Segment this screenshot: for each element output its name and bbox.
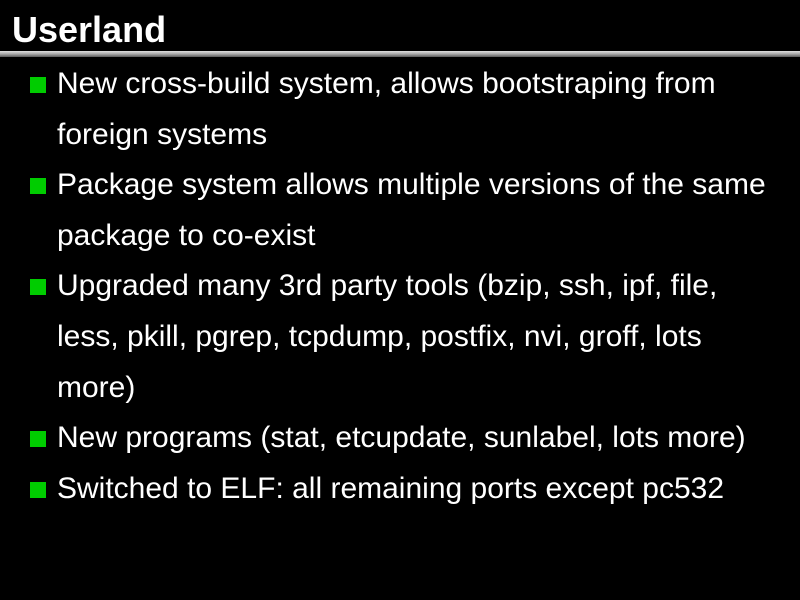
bullet-item: Upgraded many 3rd party tools (bzip, ssh… [0,261,800,413]
square-bullet-icon [30,178,46,195]
slide-title: Userland [12,9,167,50]
square-bullet-icon [30,431,46,448]
bullet-list: New cross-build system, allows bootstrap… [0,59,800,514]
bullet-text: New programs (stat, etcupdate, sunlabel,… [57,421,746,455]
title-divider [0,51,800,57]
square-bullet-icon [30,279,46,296]
bullet-text: Switched to ELF: all remaining ports exc… [57,471,725,505]
bullet-text: New cross-build system, allows bootstrap… [57,67,716,151]
bullet-item: New programs (stat, etcupdate, sunlabel,… [0,413,800,464]
square-bullet-icon [30,77,46,93]
bullet-item: Package system allows multiple versions … [0,160,800,261]
bullet-item: New cross-build system, allows bootstrap… [0,59,800,160]
bullet-text: Upgraded many 3rd party tools (bzip, ssh… [57,269,718,404]
bullet-text: Package system allows multiple versions … [57,168,766,252]
bullet-item: Switched to ELF: all remaining ports exc… [0,464,800,515]
square-bullet-icon [30,481,46,498]
